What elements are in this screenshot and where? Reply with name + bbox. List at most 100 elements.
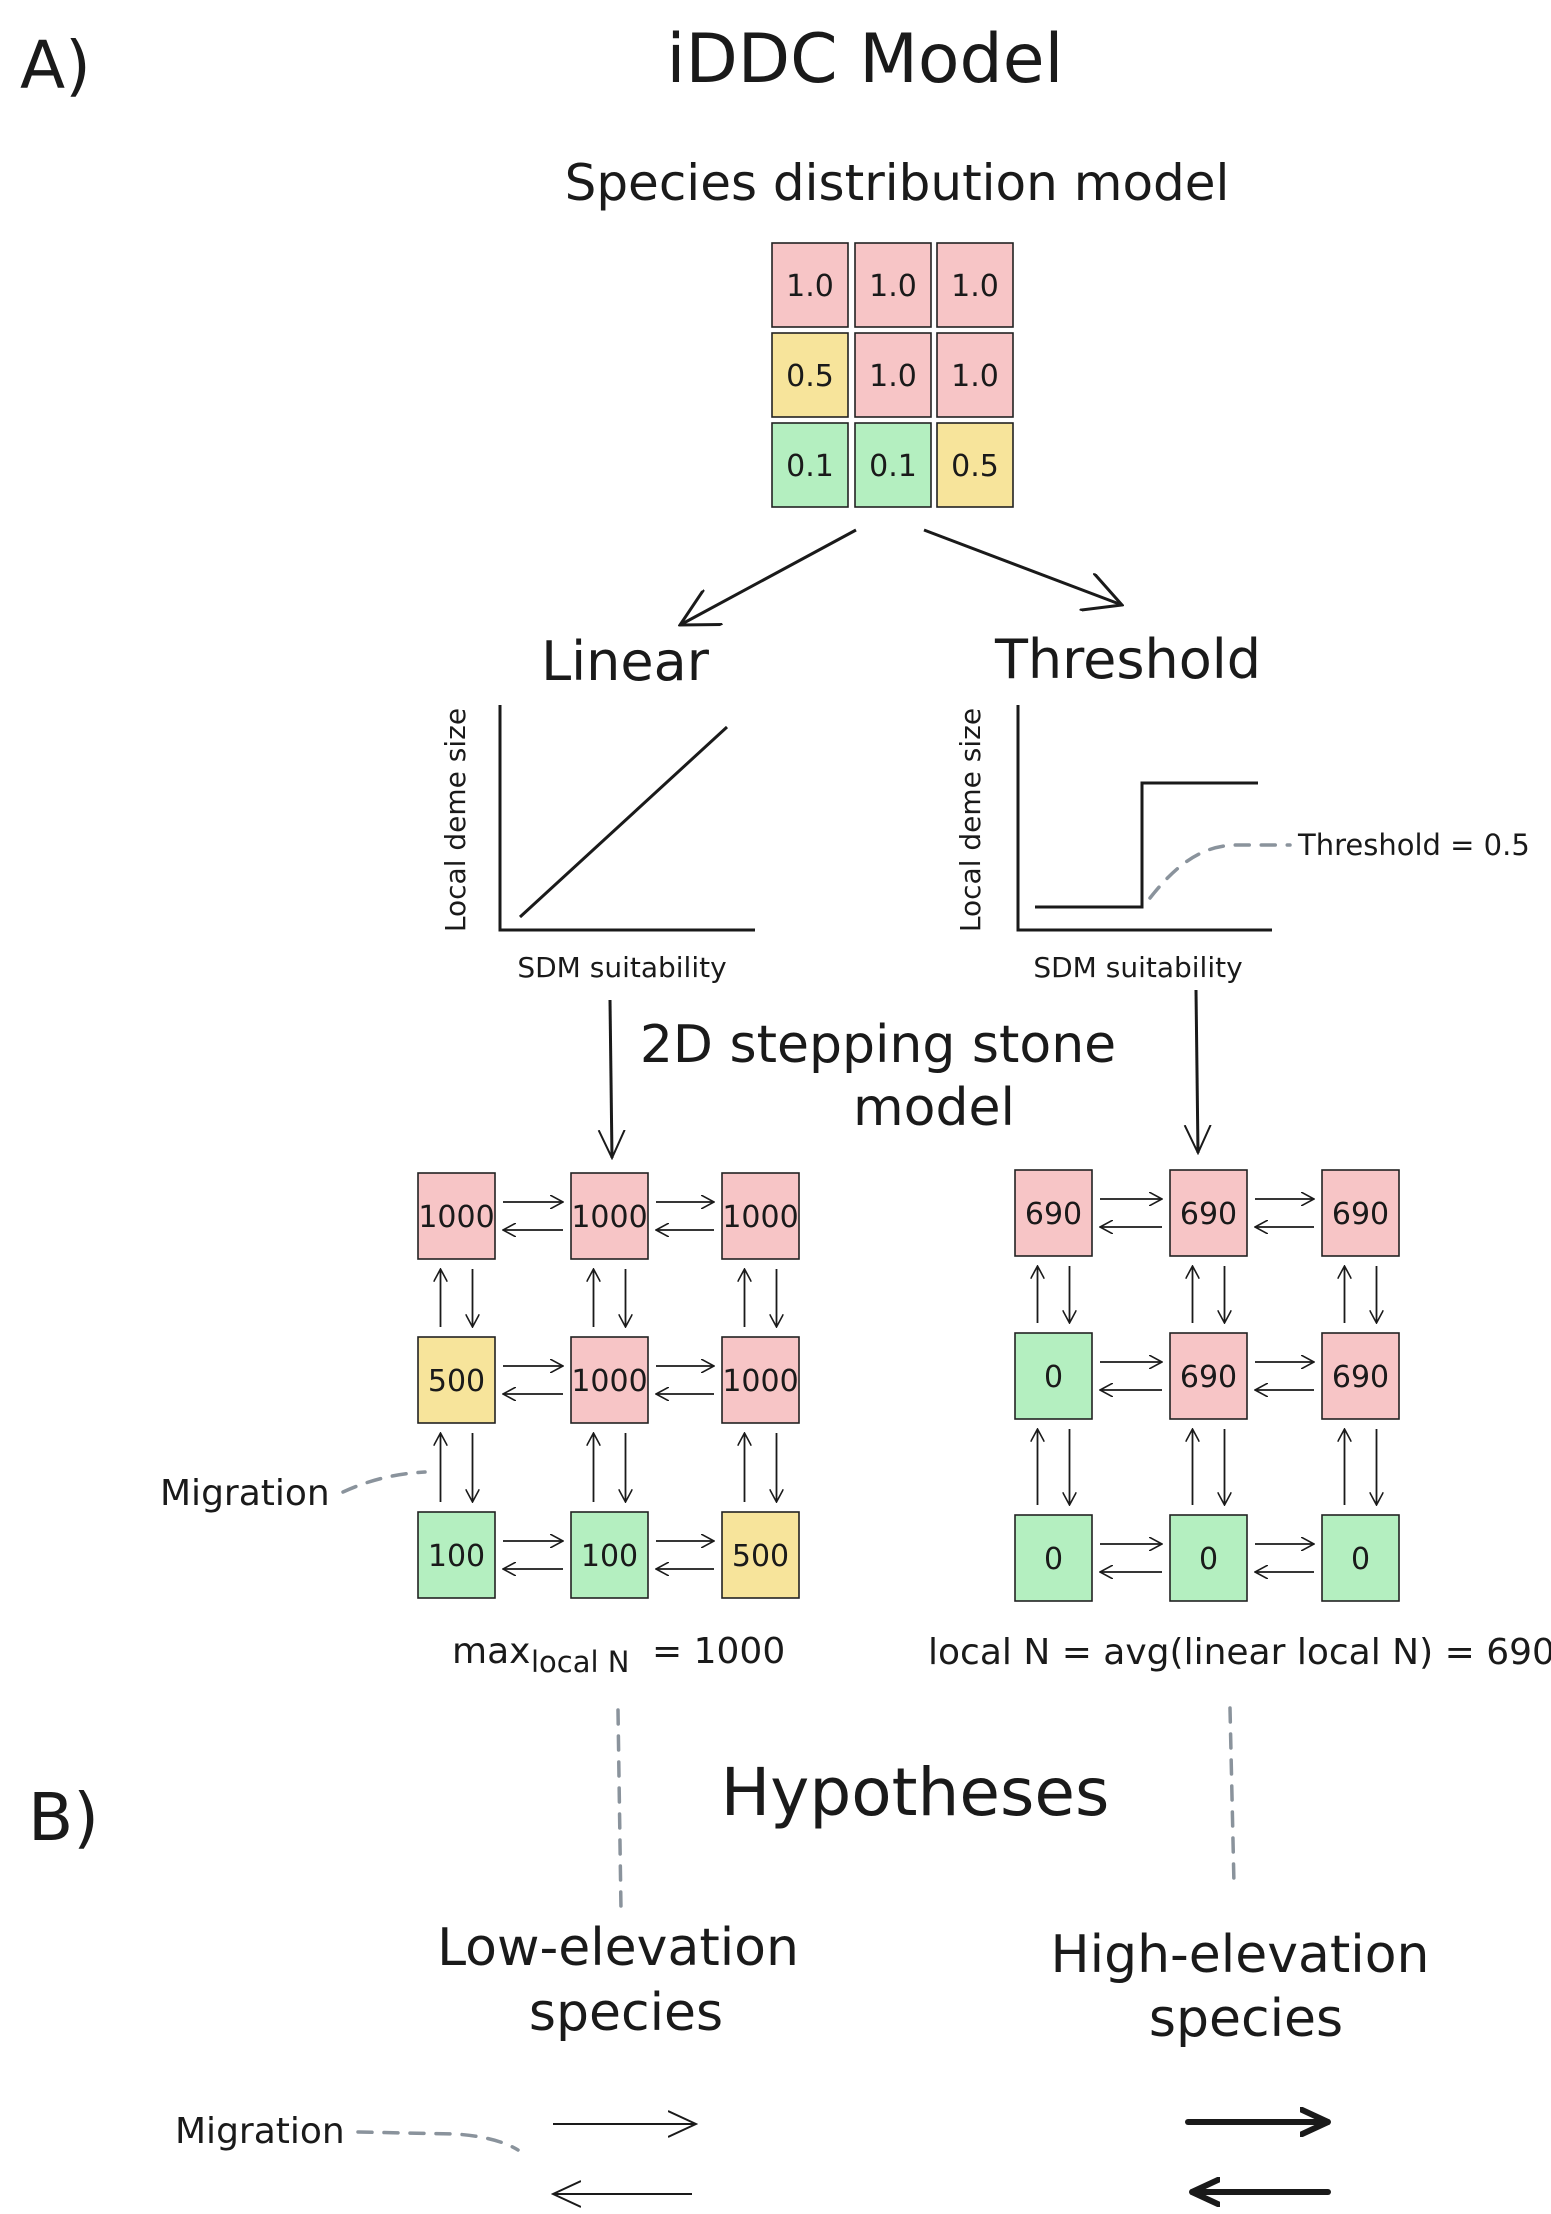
down-arrow-right	[1196, 989, 1198, 1153]
threshold-deme-value: 690	[1180, 1197, 1237, 1232]
linear-deme: 1000	[721, 1172, 800, 1260]
sdm-cell-value: 0.5	[786, 359, 834, 394]
linear-ylabel: Local deme size	[439, 708, 472, 932]
sdm-cell-value: 0.5	[951, 449, 999, 484]
threshold-ylabel: Local deme size	[954, 708, 987, 932]
linear-axes	[498, 705, 755, 932]
threshold-deme-value: 0	[1351, 1542, 1370, 1577]
threshold-deme-value: 690	[1180, 1360, 1237, 1395]
sdm-cell: 0.5	[936, 422, 1014, 508]
threshold-deme: 690	[1169, 1332, 1248, 1420]
linear-deme-value: 1000	[722, 1364, 798, 1399]
high-elevation-line2: species	[1149, 1989, 1343, 2049]
threshold-deme-value: 0	[1044, 1360, 1063, 1395]
linear-deme-box	[570, 1511, 649, 1599]
sdm-cell-value: 0.1	[786, 449, 834, 484]
low-elevation-line2: species	[529, 1983, 723, 2043]
linear-deme-box	[721, 1511, 800, 1599]
linear-deme: 1000	[570, 1336, 649, 1424]
sdm-cell-value: 1.0	[869, 269, 917, 304]
sdm-cell-value: 0.1	[869, 449, 917, 484]
linear-plot: Local deme size SDM suitability	[439, 705, 755, 984]
linear-deme: 100	[417, 1511, 496, 1599]
threshold-deme-box	[1014, 1514, 1093, 1602]
linear-deme-value: 1000	[418, 1200, 494, 1235]
threshold-deme: 690	[1321, 1169, 1400, 1257]
threshold-deme-value: 690	[1332, 1197, 1389, 1232]
threshold-deme: 690	[1169, 1169, 1248, 1257]
linear-deme-value: 500	[428, 1364, 485, 1399]
sdm-cell-box	[854, 422, 932, 508]
down-arrow-left	[610, 999, 612, 1158]
threshold-plot: Threshold = 0.5 Local deme size SDM suit…	[954, 705, 1530, 984]
threshold-deme-value: 690	[1332, 1360, 1389, 1395]
high-elevation-line1: High-elevation	[1051, 1925, 1430, 1985]
threshold-deme-box	[1169, 1332, 1248, 1420]
sdm-cell-value: 1.0	[786, 269, 834, 304]
threshold-deme-box	[1321, 1332, 1400, 1420]
threshold-deme-box	[1321, 1514, 1400, 1602]
right-formula: local N = avg(linear local N) = 690	[928, 1632, 1551, 1673]
threshold-title: Threshold	[994, 628, 1261, 691]
threshold-deme: 690	[1014, 1169, 1093, 1257]
sdm-cell-box	[854, 332, 932, 418]
sdm-cell-value: 1.0	[951, 359, 999, 394]
sdm-cell-box	[936, 422, 1014, 508]
stepping-stone-title-line2: model	[853, 1078, 1015, 1138]
sdm-cell: 1.0	[936, 332, 1014, 418]
threshold-deme: 690	[1321, 1332, 1400, 1420]
linear-title: Linear	[541, 630, 710, 693]
sdm-cell: 0.1	[771, 422, 849, 508]
threshold-leader-dash	[1148, 843, 1292, 900]
branch-arrow-linear	[680, 528, 857, 625]
stepping-stone-title-line1: 2D stepping stone	[640, 1015, 1116, 1075]
threshold-step-line	[1035, 781, 1258, 909]
threshold-deme: 0	[1321, 1514, 1400, 1602]
linear-deme-value: 1000	[571, 1364, 647, 1399]
linear-deme-value: 1000	[722, 1200, 798, 1235]
threshold-deme-box	[1169, 1514, 1248, 1602]
panel-a-label: A)	[20, 27, 91, 104]
threshold-deme: 0	[1169, 1514, 1248, 1602]
sdm-cell-box	[936, 332, 1014, 418]
threshold-deme-box	[1321, 1169, 1400, 1257]
left-formula-main: max	[452, 1631, 530, 1672]
migration-label-a: Migration	[160, 1473, 330, 1514]
sdm-cell-value: 1.0	[869, 359, 917, 394]
stepping-stone-grid-threshold: 690 690 690 0 690 690 0 0 0	[1014, 1169, 1400, 1602]
linear-deme-value: 500	[732, 1539, 789, 1574]
linear-deme: 500	[721, 1511, 800, 1599]
connector-dash-right	[1228, 1706, 1236, 1887]
model-title: iDDC Model	[667, 20, 1064, 99]
sdm-cell: 1.0	[854, 242, 932, 328]
threshold-deme-value: 0	[1199, 1542, 1218, 1577]
migration-leader-b	[356, 2130, 520, 2152]
linear-deme-box	[721, 1336, 800, 1424]
threshold-axes	[1016, 705, 1272, 932]
sdm-cell-box	[771, 332, 849, 418]
linear-xlabel: SDM suitability	[517, 951, 726, 984]
linear-deme-value: 100	[581, 1539, 638, 1574]
linear-line	[518, 725, 729, 919]
linear-deme-box	[570, 1172, 649, 1260]
linear-deme-box	[417, 1511, 496, 1599]
linear-deme: 1000	[570, 1172, 649, 1260]
stepping-stone-grid-linear: 1000 1000 1000 500 1000 1000 100 100 500	[417, 1172, 800, 1599]
threshold-deme-box	[1169, 1169, 1248, 1257]
connector-dash-left	[616, 1708, 623, 1912]
threshold-deme-box	[1014, 1332, 1093, 1420]
linear-deme: 1000	[417, 1172, 496, 1260]
left-formula-rest: = 1000	[652, 1631, 785, 1672]
sdm-cell: 0.5	[771, 332, 849, 418]
threshold-deme-value: 690	[1025, 1197, 1082, 1232]
threshold-deme-value: 0	[1044, 1542, 1063, 1577]
linear-deme-box	[721, 1172, 800, 1260]
sdm-cell: 1.0	[854, 332, 932, 418]
linear-deme: 1000	[721, 1336, 800, 1424]
threshold-xlabel: SDM suitability	[1033, 951, 1242, 984]
hypotheses-title: Hypotheses	[721, 1754, 1110, 1831]
linear-deme-box	[417, 1172, 496, 1260]
threshold-deme: 0	[1014, 1332, 1093, 1420]
